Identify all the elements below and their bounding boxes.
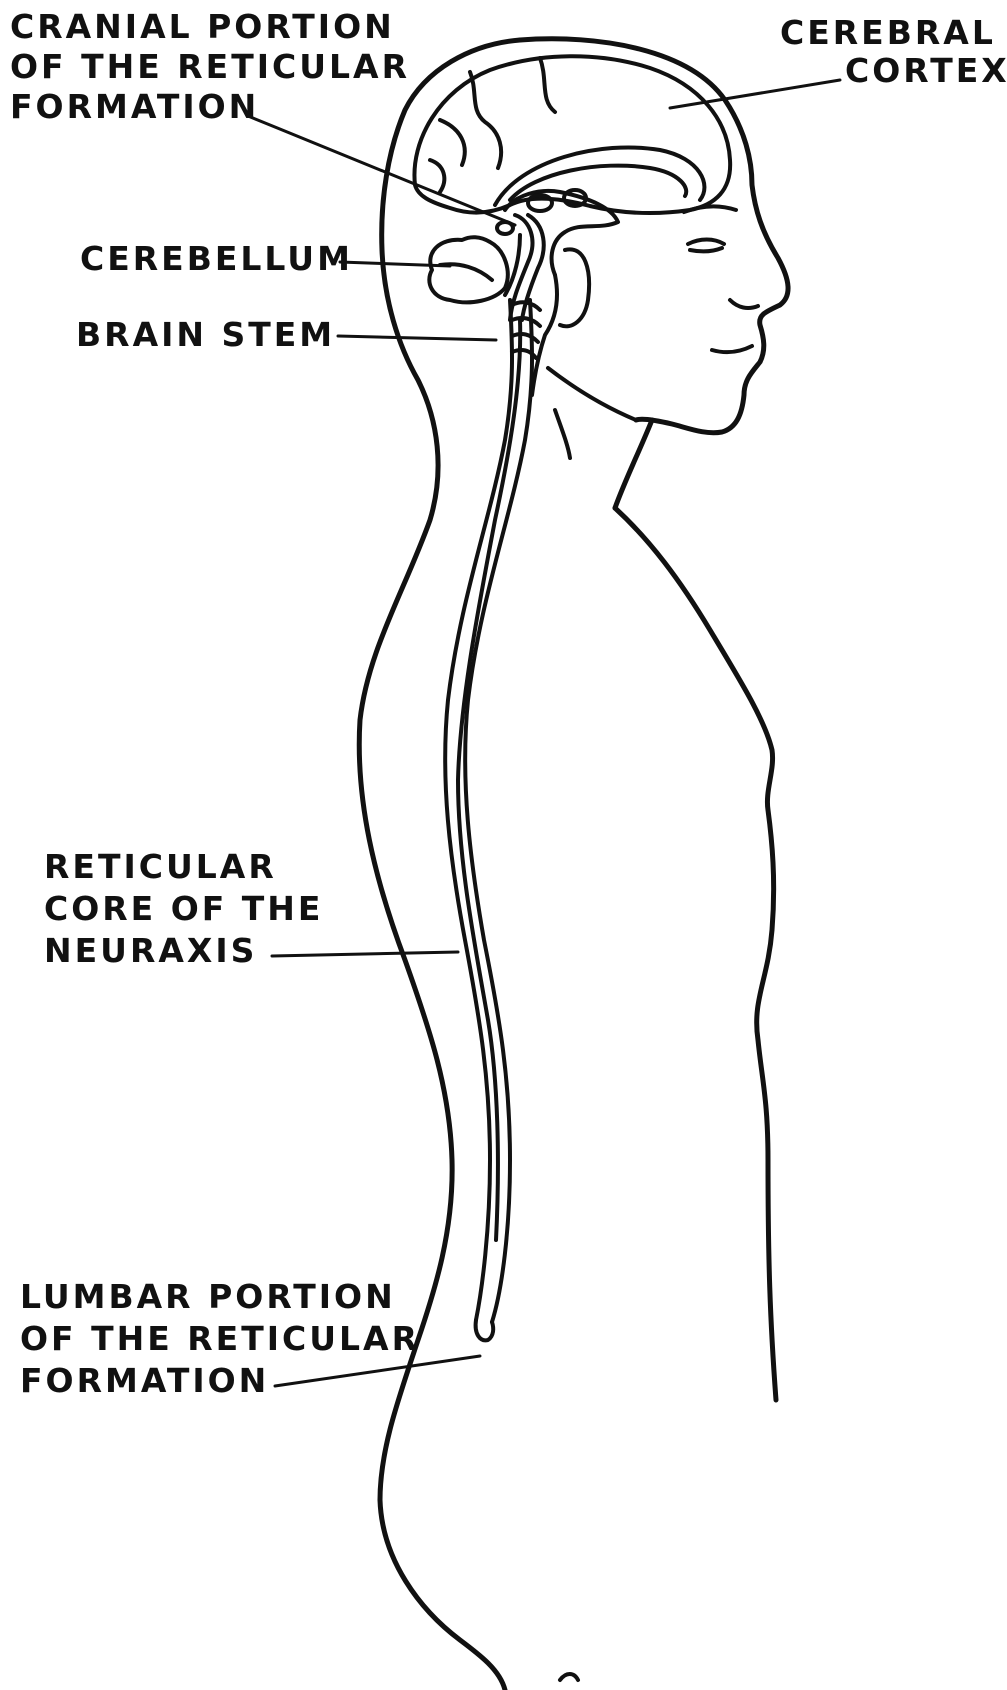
foot-mark: [560, 1674, 578, 1680]
leader-lumbar: [275, 1356, 480, 1386]
thalamus: [505, 191, 618, 275]
leader-reticular-core: [272, 952, 458, 956]
chest-contour: [615, 508, 776, 1400]
gyrus: [470, 72, 501, 168]
ear-icon: [560, 249, 589, 326]
gyrus: [440, 120, 465, 165]
label-reticular-core: RETICULAR CORE OF THE NEURAXIS: [44, 847, 338, 970]
leader-cerebellum: [340, 262, 450, 266]
mouth: [712, 346, 752, 352]
cerebellum: [429, 237, 507, 302]
gyrus: [540, 58, 555, 112]
spinal-cord: [445, 300, 532, 1340]
label-cranial-portion: CRANIAL PORTION OF THE RETICULAR FORMATI…: [10, 7, 424, 126]
gyrus: [430, 160, 444, 192]
leader-brainstem: [338, 336, 496, 340]
label-lumbar-portion: LUMBAR PORTION OF THE RETICULAR FORMATIO…: [20, 1277, 434, 1400]
body-outline: [359, 39, 788, 1690]
label-brain-stem: BRAIN STEM: [76, 315, 335, 354]
lumbar-tip: [476, 1320, 494, 1340]
nostril: [730, 300, 758, 308]
eye-icon: [688, 240, 724, 252]
back-contour: [359, 40, 520, 1690]
throat-line: [555, 410, 570, 458]
label-cerebral-cortex: CEREBRAL CORTEX: [780, 13, 1007, 90]
brainstem-pons: [532, 275, 557, 395]
jaw-line: [548, 368, 636, 420]
label-cerebellum: CEREBELLUM: [80, 239, 353, 278]
neck-front: [615, 420, 652, 508]
brainstem-striation: [512, 302, 540, 358]
reticular-core-outer: [445, 300, 512, 1320]
